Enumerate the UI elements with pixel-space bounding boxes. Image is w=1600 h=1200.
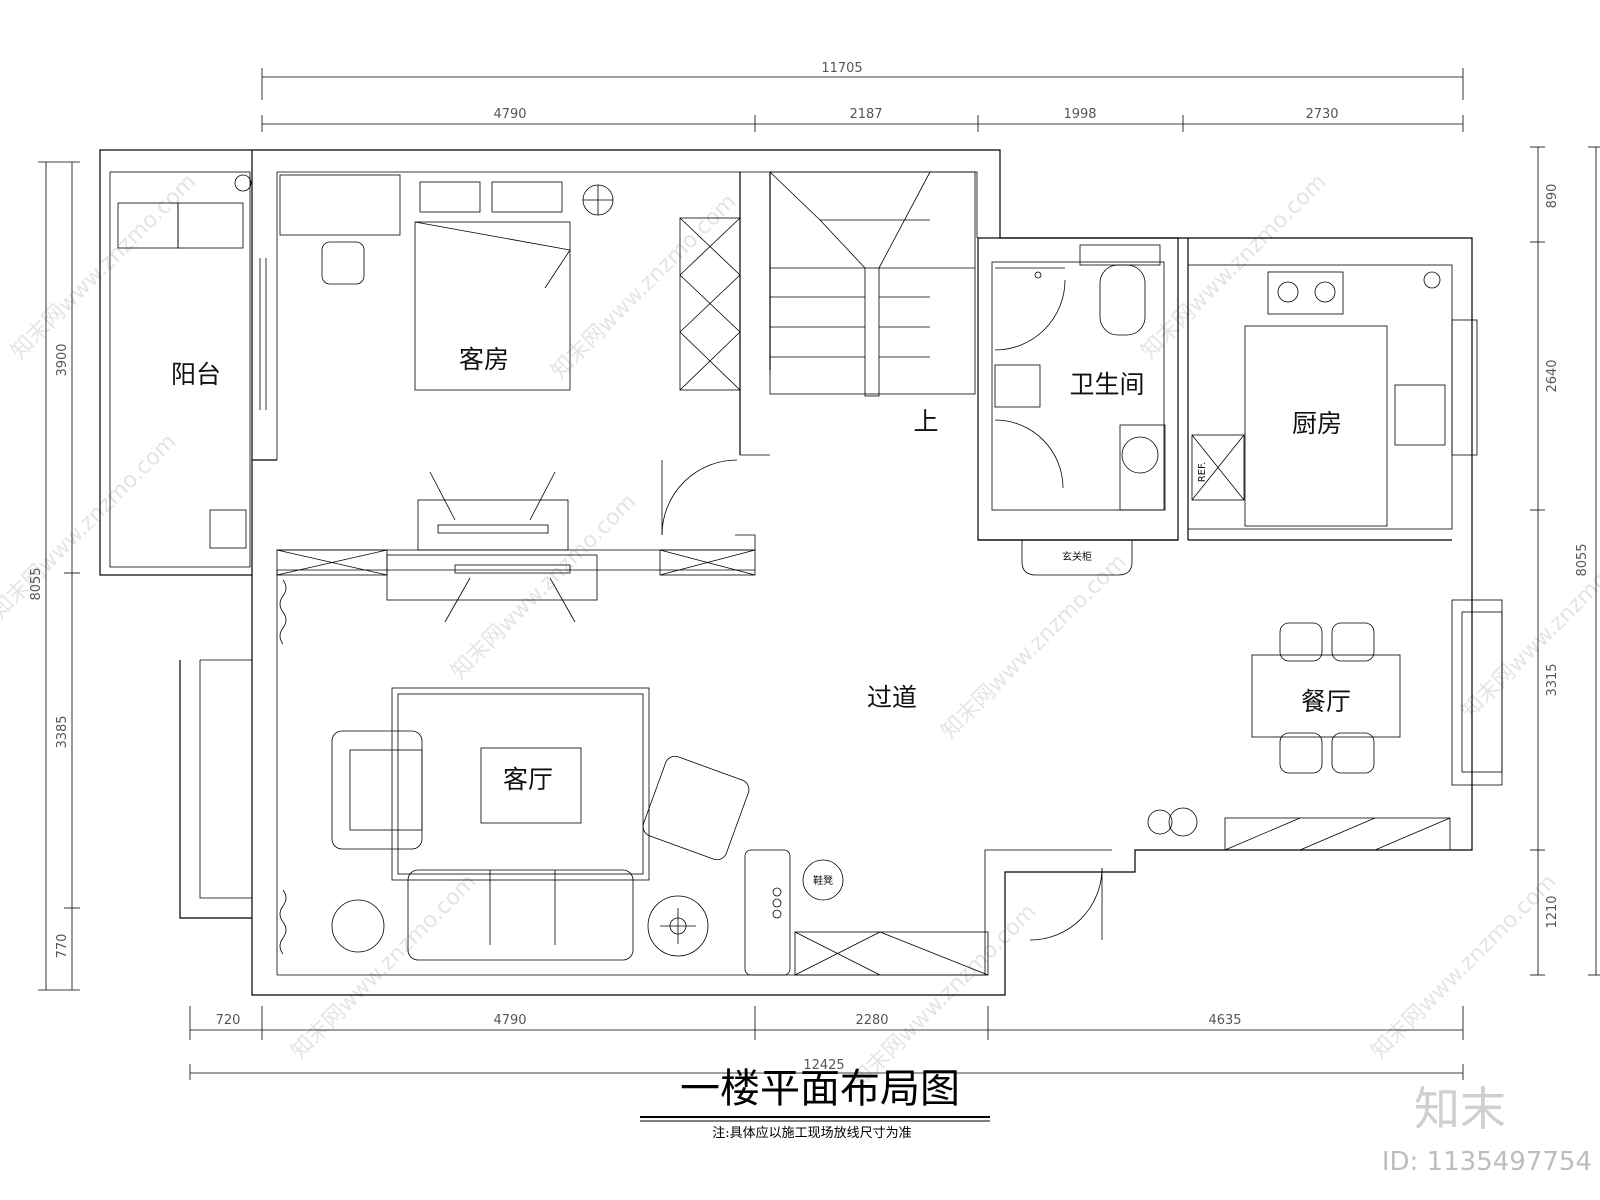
sink: [177, 202, 244, 249]
watermark-text: 知末网www.znzmo.com: [937, 549, 1132, 744]
dim-left-seg-1: 3900: [55, 343, 70, 376]
shoe-bench: [802, 859, 844, 901]
room-label-balcony: 阳台: [171, 360, 221, 389]
dim-right-seg-4: 1210: [1545, 895, 1560, 928]
plant: [1168, 807, 1198, 837]
shoe-cabinet: [744, 849, 791, 976]
dim-right-seg-2: 2640: [1545, 359, 1560, 392]
dim-top-seg-3: 1998: [1063, 107, 1096, 122]
entry-cabinet-label: 玄关柜: [1062, 550, 1092, 563]
room-label-bathroom: 卫生间: [1069, 370, 1144, 399]
dimension-lines: 11705 4790 2187 1998 2730 720 4790 2280 …: [29, 61, 1600, 1080]
room-label-guest-room: 客房: [459, 345, 509, 374]
door-swing: [994, 419, 1064, 489]
dim-right-total: 8055: [1575, 543, 1590, 576]
image-id: ID: 1135497754: [1382, 1147, 1592, 1177]
watermark-text: 知末网www.znzmo.com: [1137, 169, 1332, 364]
entry-cabinet: [1021, 540, 1133, 576]
watermark-text: 知末网www.znzmo.com: [547, 189, 742, 384]
watermark-text: 知末网www.znzmo.com: [1367, 869, 1562, 1064]
cabinet: [1224, 817, 1451, 851]
fixtures: [117, 171, 1451, 976]
dim-bottom-seg-4: 4635: [1208, 1013, 1241, 1028]
fridge: [1191, 434, 1245, 501]
dim-top-total: 11705: [821, 61, 862, 76]
washer: [1119, 424, 1166, 511]
title-block: 一楼平面布局图 注:具体应以施工现场放线尺寸为准: [640, 1066, 990, 1141]
watermark-text: 知末网www.znzmo.com: [287, 869, 482, 1064]
sofa: [407, 869, 634, 961]
chair: [1279, 732, 1323, 774]
chair: [1331, 732, 1375, 774]
toilet: [1099, 264, 1146, 336]
chair: [1331, 622, 1375, 662]
rug: [391, 687, 650, 881]
drawing-title: 一楼平面布局图: [680, 1066, 960, 1112]
watermark-layer: 知末网www.znzmo.com 知末网www.znzmo.com 知末网www…: [0, 169, 1600, 1094]
walls: [99, 149, 1503, 996]
plant: [331, 899, 385, 953]
dim-left-seg-3: 770: [55, 934, 70, 959]
dim-bottom-total: 12425: [803, 1058, 844, 1073]
watermark-text: 知末网www.znzmo.com: [0, 429, 181, 624]
tv-cabinet: [417, 499, 569, 551]
cooktop: [1267, 271, 1344, 315]
dim-left-seg-2: 3385: [55, 715, 70, 748]
side-table: [647, 895, 709, 957]
dim-top-seg-2: 2187: [849, 107, 882, 122]
curtain: [279, 579, 287, 645]
cabinet: [794, 931, 989, 976]
bed: [414, 221, 571, 391]
drawing-note: 注:具体应以施工现场放线尺寸为准: [712, 1125, 911, 1141]
plant: [1147, 809, 1173, 835]
door-swing: [1029, 867, 1103, 941]
room-label-stairs-up: 上: [913, 407, 938, 436]
dim-right-seg-1: 890: [1545, 184, 1560, 209]
chair: [1279, 622, 1323, 662]
room-labels: 阳台 客房 卫生间 厨房 上 过道 餐厅 客厅 玄关柜 鞋凳 REF.: [171, 345, 1351, 887]
dim-right-seg-3: 3315: [1545, 663, 1560, 696]
room-label-corridor: 过道: [867, 683, 917, 712]
door-swing: [994, 279, 1066, 351]
watermark-text: 知末网www.znzmo.com: [7, 169, 202, 364]
dim-top-seg-4: 2730: [1305, 107, 1338, 122]
door-swing: [661, 459, 738, 536]
brand-logo: 知末: [1414, 1082, 1506, 1136]
chair: [321, 241, 365, 285]
staircase: [769, 171, 976, 397]
floor-drain: [209, 509, 247, 549]
curtain: [279, 889, 287, 955]
room-label-kitchen: 厨房: [1292, 409, 1342, 438]
basin: [994, 364, 1041, 408]
dim-left-total: 8055: [29, 567, 44, 600]
tv-cabinet: [386, 554, 598, 601]
dim-top-seg-1: 4790: [493, 107, 526, 122]
desk: [279, 174, 401, 236]
kitchen-sink: [1394, 384, 1446, 446]
armchair: [331, 730, 423, 850]
dining-table: [1251, 654, 1401, 738]
room-label-living: 客厅: [503, 765, 553, 794]
watermark-text: 知末网www.znzmo.com: [447, 489, 642, 684]
armchair: [642, 755, 750, 861]
shoe-bench-label: 鞋凳: [813, 874, 833, 887]
coffee-table: [480, 747, 582, 824]
dim-bottom-seg-1: 720: [216, 1013, 241, 1028]
dim-bottom-seg-3: 2280: [855, 1013, 888, 1028]
room-label-dining: 餐厅: [1301, 687, 1351, 716]
wardrobe: [679, 217, 741, 391]
dim-bottom-seg-2: 4790: [493, 1013, 526, 1028]
fridge-label: REF.: [1197, 462, 1208, 483]
kitchen-island: [1244, 325, 1388, 527]
